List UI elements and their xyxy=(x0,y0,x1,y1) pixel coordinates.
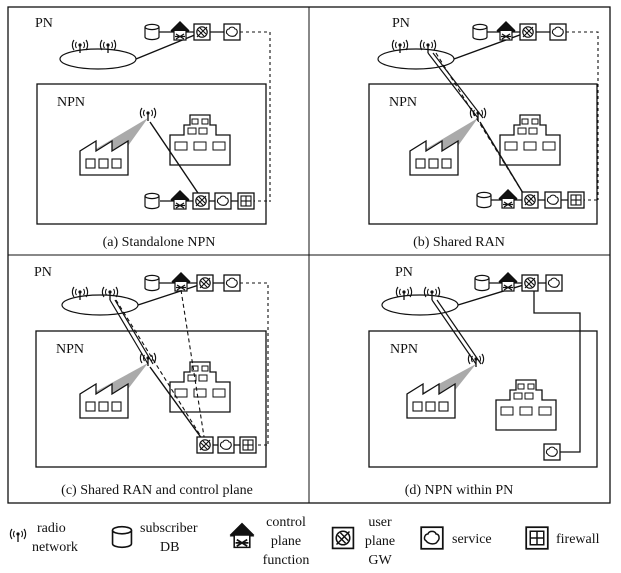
cloud-service-icon xyxy=(223,274,241,292)
panel-a: PN NPN (a) Standalone NPN xyxy=(35,16,271,250)
radio-antenna-icon xyxy=(419,39,437,54)
npn-premises-box xyxy=(36,83,267,225)
legend-radio-label-2: network xyxy=(32,540,78,555)
firewall-grid-icon xyxy=(567,191,585,209)
office-building-icon xyxy=(499,114,561,166)
legend-subscriber-db: subscriber DB xyxy=(111,521,198,555)
panel-d: PN NPN (d) NPN within PN xyxy=(368,265,598,498)
panel-caption: (a) Standalone NPN xyxy=(103,235,216,250)
factory-icon xyxy=(79,383,129,419)
legend-service: service xyxy=(420,526,492,550)
user-plane-gateway-icon xyxy=(192,192,210,210)
pn-label: PN xyxy=(395,265,413,280)
legend: radio network subscriber DB control plan… xyxy=(9,515,600,568)
database-cylinder-icon xyxy=(476,191,492,209)
cloud-service-icon xyxy=(217,436,235,454)
office-building-icon xyxy=(495,379,557,431)
cloud-service-icon xyxy=(545,274,563,292)
office-building-icon xyxy=(169,361,231,413)
legend-control-plane-function: control plane function xyxy=(229,515,310,568)
pn-label: PN xyxy=(35,16,53,31)
legend-cp-label-2: plane xyxy=(271,534,301,549)
pn-coverage-ellipse xyxy=(61,294,139,316)
cloud-service-icon xyxy=(544,191,562,209)
legend-up-label-1: user xyxy=(368,515,392,530)
pn-coverage-ellipse xyxy=(381,294,459,316)
house-control-plane-icon xyxy=(170,190,190,210)
database-cylinder-icon xyxy=(144,274,160,292)
pn-coverage-ellipse xyxy=(59,48,137,70)
radio-antenna-icon xyxy=(101,286,119,301)
house-control-plane-icon xyxy=(498,272,518,292)
factory-icon xyxy=(409,140,459,176)
legend-db-label-2: DB xyxy=(160,540,179,555)
legend-up-label-3: GW xyxy=(368,553,392,568)
npn-label: NPN xyxy=(389,95,417,110)
radio-antenna-icon xyxy=(139,107,157,122)
user-plane-gateway-icon xyxy=(196,274,214,292)
radio-antenna-icon xyxy=(99,39,117,54)
npn-premises-box xyxy=(368,330,598,468)
house-control-plane-icon xyxy=(171,272,191,292)
panel-caption: (d) NPN within PN xyxy=(405,483,514,498)
firewall-grid-icon xyxy=(237,192,255,210)
house-control-plane-icon xyxy=(170,21,190,41)
legend-service-label: service xyxy=(452,532,492,547)
npn-label: NPN xyxy=(57,95,85,110)
legend-db-label-1: subscriber xyxy=(140,521,198,536)
office-building-icon xyxy=(169,114,231,166)
legend-radio-label-1: radio xyxy=(37,521,66,536)
npn-premises-box xyxy=(35,330,267,468)
legend-radio-network: radio network xyxy=(9,521,78,555)
database-cylinder-icon xyxy=(144,192,160,210)
user-plane-gateway-icon xyxy=(519,23,537,41)
radio-antenna-icon xyxy=(9,528,27,543)
legend-firewall-label: firewall xyxy=(556,532,600,547)
factory-icon xyxy=(79,140,129,176)
legend-up-label-2: plane xyxy=(365,534,395,549)
radio-antenna-icon xyxy=(469,107,487,122)
legend-firewall: firewall xyxy=(525,526,600,550)
database-cylinder-icon xyxy=(474,274,490,292)
panel-caption: (b) Shared RAN xyxy=(413,235,505,250)
house-control-plane-icon xyxy=(496,21,516,41)
legend-cp-label-1: control xyxy=(266,515,306,530)
pn-label: PN xyxy=(392,16,410,31)
cloud-service-icon xyxy=(420,526,444,550)
user-plane-gateway-icon xyxy=(193,23,211,41)
npn-premises-box xyxy=(368,83,598,225)
factory-icon xyxy=(406,383,456,419)
panel-b: PN NPN (b) Shared RAN xyxy=(368,16,599,250)
panel-c: PN NPN (c) Shared RAN and control plane xyxy=(34,265,269,498)
database-cylinder-icon xyxy=(111,525,133,549)
user-plane-gateway-icon xyxy=(521,274,539,292)
npn-label: NPN xyxy=(390,342,418,357)
legend-cp-label-3: function xyxy=(263,553,310,568)
house-control-plane-icon xyxy=(498,189,518,209)
radio-antenna-icon xyxy=(395,286,413,301)
panel-caption: (c) Shared RAN and control plane xyxy=(61,483,253,498)
npn-label: NPN xyxy=(56,342,84,357)
house-control-plane-icon xyxy=(229,523,255,549)
user-plane-gateway-icon xyxy=(196,436,214,454)
firewall-grid-icon xyxy=(239,436,257,454)
user-plane-gateway-icon xyxy=(331,526,355,550)
pn-label: PN xyxy=(34,265,52,280)
database-cylinder-icon xyxy=(472,23,488,41)
database-cylinder-icon xyxy=(144,23,160,41)
firewall-grid-icon xyxy=(525,526,549,550)
radio-antenna-icon xyxy=(423,286,441,301)
cloud-service-icon xyxy=(214,192,232,210)
user-plane-gateway-icon xyxy=(521,191,539,209)
cloud-service-icon xyxy=(543,443,561,461)
cloud-service-icon xyxy=(549,23,567,41)
legend-user-plane-gw: user plane GW xyxy=(331,515,395,568)
cloud-service-icon xyxy=(223,23,241,41)
